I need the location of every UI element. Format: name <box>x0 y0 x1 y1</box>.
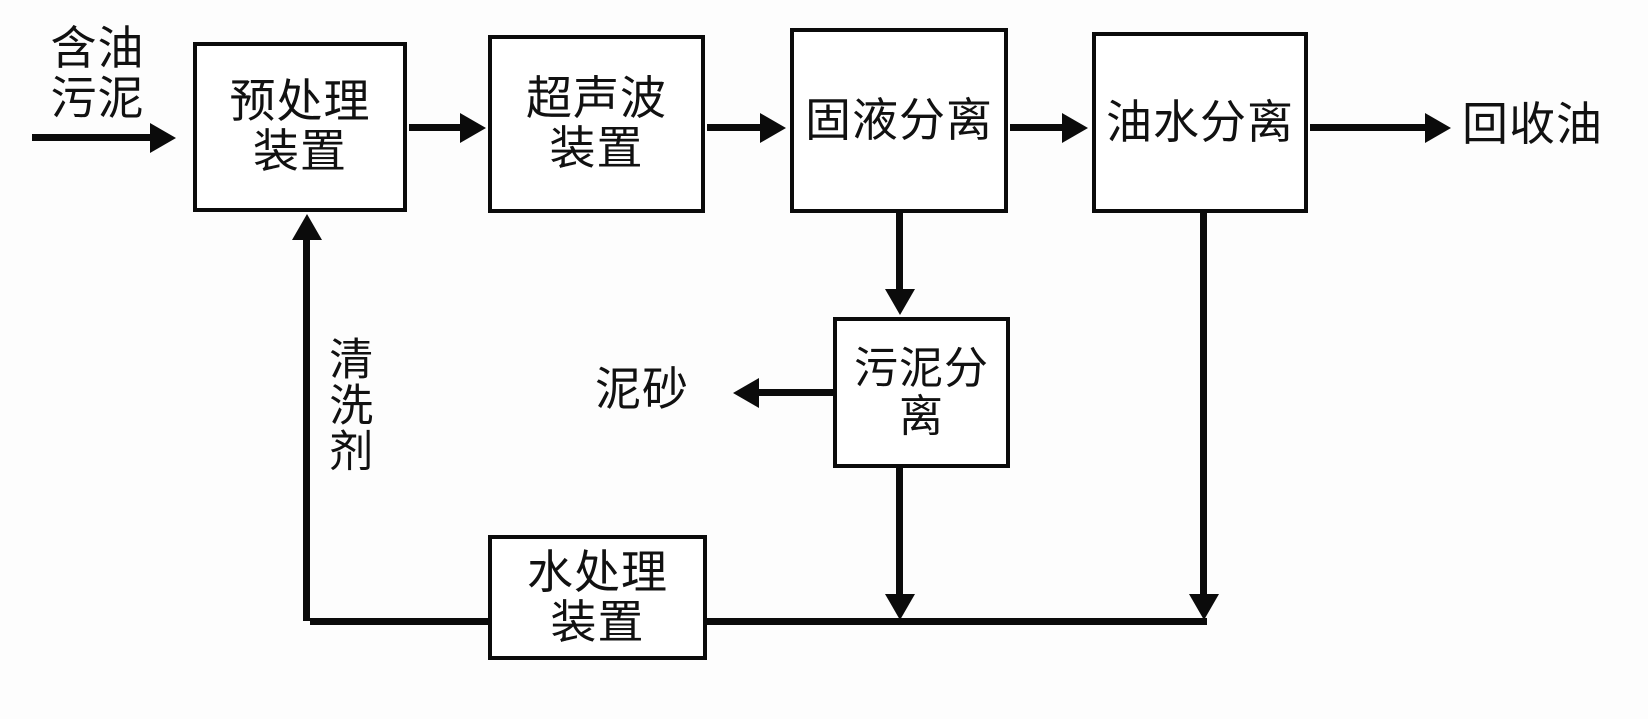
label-oily-sludge-input: 含油 污泥 <box>50 21 145 125</box>
edge-input-to-pretreatment-arrowhead <box>150 123 176 153</box>
node-oil-water-separation-label: 油水分离 <box>1106 94 1294 149</box>
edge-solid-liquid-to-sludge-separation-line <box>896 213 903 291</box>
node-pretreatment[interactable]: 预处理 装置 <box>193 42 407 212</box>
edge-sludge-separation-to-bottom-line <box>896 468 903 596</box>
edge-input-to-pretreatment-line <box>32 134 152 141</box>
edge-sludge-separation-to-silt-line <box>758 389 836 396</box>
edge-pretreatment-to-ultrasonic-arrowhead <box>460 113 486 143</box>
node-solid-liquid-separation[interactable]: 固液分离 <box>790 28 1008 213</box>
node-ultrasonic-label-line2: 装置 <box>549 121 644 175</box>
label-silt-sand: 泥砂 <box>595 362 689 416</box>
edge-solid-liquid-to-oil-water-arrowhead <box>1062 113 1088 143</box>
bottom-bus-left-segment <box>310 618 490 625</box>
edge-solid-liquid-to-oil-water-line <box>1010 124 1064 131</box>
edge-oil-water-to-bottom-arrowhead <box>1189 594 1219 620</box>
edge-ultrasonic-to-solid-liquid-line <box>707 124 762 131</box>
node-pretreatment-label-line1: 预处理 <box>229 74 371 129</box>
edge-sludge-separation-to-bottom-arrowhead <box>885 594 915 620</box>
edge-oil-water-to-bottom-line <box>1200 213 1207 596</box>
node-solid-liquid-separation-label: 固液分离 <box>805 92 993 147</box>
edge-oil-water-to-recovered-oil-arrowhead <box>1425 113 1451 143</box>
edge-solid-liquid-to-sludge-separation-arrowhead <box>885 289 915 315</box>
node-oil-water-separation[interactable]: 油水分离 <box>1092 32 1308 213</box>
node-sludge-separation[interactable]: 污泥分离 <box>833 317 1010 468</box>
node-water-treatment[interactable]: 水处理 装置 <box>488 535 707 660</box>
node-ultrasonic[interactable]: 超声波 装置 <box>488 35 705 213</box>
edge-water-treatment-to-pretreatment-arrowhead <box>292 214 322 240</box>
node-ultrasonic-label-line1: 超声波 <box>526 71 667 126</box>
node-water-treatment-label-line2: 装置 <box>550 594 645 649</box>
edge-oil-water-to-recovered-oil-line <box>1310 124 1428 131</box>
node-sludge-separation-label: 污泥分离 <box>854 342 989 442</box>
edge-ultrasonic-to-solid-liquid-arrowhead <box>760 113 786 143</box>
edge-water-treatment-to-pretreatment-line <box>303 240 310 621</box>
node-pretreatment-label-line2: 装置 <box>253 124 347 178</box>
edge-sludge-separation-to-silt-arrowhead <box>733 378 759 408</box>
bottom-bus-right-segment <box>707 618 1207 625</box>
node-water-treatment-label-line1: 水处理 <box>527 544 668 599</box>
edge-pretreatment-to-ultrasonic-line <box>409 124 463 131</box>
label-recovered-oil: 回收油 <box>1462 97 1603 151</box>
label-cleaning-agent: 清洗剂 <box>321 336 373 474</box>
